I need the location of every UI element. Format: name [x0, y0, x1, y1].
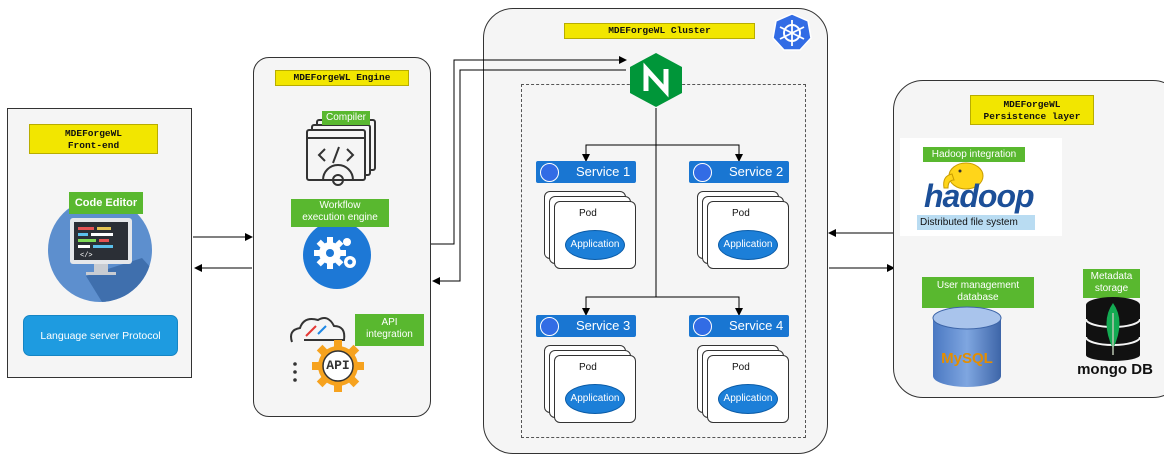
pod-label: Pod: [732, 208, 750, 219]
kubernetes-icon: [693, 163, 712, 182]
pod-card: Pod Application: [554, 355, 636, 423]
api-integration-icon: API: [284, 312, 384, 396]
kubernetes-icon: [540, 163, 559, 182]
workflow-label: Workflow execution engine: [291, 199, 389, 227]
distributed-fs-label: Distributed file system: [917, 215, 1035, 230]
mysql-logo: MySQL: [941, 350, 993, 367]
service-header: Service 3: [536, 315, 636, 337]
application-node: Application: [565, 230, 625, 260]
kubernetes-icon: [540, 317, 559, 336]
application-node: Application: [718, 384, 778, 414]
pod-label: Pod: [579, 362, 597, 373]
code-editor-icon: </>: [42, 198, 158, 302]
mysql-database-icon: MySQL: [929, 306, 1005, 390]
cluster-title: MDEForgeWL Cluster: [564, 23, 755, 39]
pod-card: Pod Application: [707, 201, 789, 269]
lsp-label: Language server Protocol: [40, 330, 161, 342]
service-header: Service 2: [689, 161, 789, 183]
api-label-line1: API: [381, 317, 398, 328]
compiler-label: Compiler: [322, 111, 370, 125]
hadoop-elephant-icon: [940, 160, 986, 194]
compiler-icon: [303, 118, 383, 192]
frontend-title-line1: MDEForgeWL: [64, 128, 122, 139]
pod-card: Pod Application: [707, 355, 789, 423]
kubernetes-icon: [693, 317, 712, 336]
workflow-gears-icon: [302, 220, 372, 290]
service-3: Service 3 Pod Application: [536, 315, 636, 435]
hadoop-integration-label: Hadoop integration: [923, 147, 1025, 162]
persistence-title-line1: MDEForgeWL: [1003, 99, 1061, 110]
arrow-to-service-4: [656, 296, 743, 316]
user-mgmt-line1: User management: [936, 280, 1020, 291]
service-header: Service 1: [536, 161, 636, 183]
pod-label: Pod: [579, 208, 597, 219]
frontend-title-line2: Front-end: [67, 140, 120, 151]
mongodb-database-icon: [1084, 295, 1142, 361]
arrow-engine-to-nginx: [431, 56, 627, 245]
service-1: Service 1 Pod Application: [536, 161, 636, 281]
hadoop-logo: hadoop: [924, 178, 1035, 214]
pod-card: Pod Application: [554, 201, 636, 269]
arrow-to-service-2: [656, 144, 743, 162]
application-node: Application: [718, 230, 778, 260]
engine-title: MDEForgeWL Engine: [275, 70, 409, 86]
code-editor-label: Code Editor: [69, 192, 143, 214]
workflow-label-line2: execution engine: [302, 212, 378, 223]
metadata-line2: storage: [1094, 283, 1129, 294]
persistence-title: MDEForgeWL Persistence layer: [970, 95, 1094, 125]
svg-text:</>: </>: [80, 252, 93, 260]
frontend-title: MDEForgeWL Front-end: [29, 124, 158, 154]
user-mgmt-line2: database: [957, 292, 999, 303]
kubernetes-icon: [772, 13, 812, 51]
api-label-line2: integration: [366, 329, 413, 340]
metadata-storage-label: Metadata storage: [1083, 269, 1140, 298]
lsp-button[interactable]: Language server Protocol: [23, 315, 178, 356]
workflow-label-line1: Workflow: [319, 200, 361, 211]
service-name: Service 3: [576, 318, 631, 333]
service-2: Service 2 Pod Application: [689, 161, 789, 281]
service-4: Service 4 Pod Application: [689, 315, 789, 435]
arrow-to-service-1: [582, 144, 656, 162]
service-name: Service 1: [576, 164, 631, 179]
mongodb-logo: mongo DB: [1077, 361, 1153, 378]
arrow-nginx-to-engine: [432, 69, 626, 285]
user-mgmt-label: User management database: [922, 277, 1034, 308]
api-badge: API: [326, 358, 350, 373]
metadata-line1: Metadata: [1090, 271, 1133, 282]
service-header: Service 4: [689, 315, 789, 337]
pod-label: Pod: [732, 362, 750, 373]
arrow-to-service-3: [582, 296, 656, 316]
application-node: Application: [565, 384, 625, 414]
nginx-icon: [627, 52, 685, 108]
service-name: Service 2: [729, 164, 784, 179]
persistence-title-line2: Persistence layer: [983, 111, 1081, 122]
api-integration-label: API integration: [355, 314, 424, 346]
service-name: Service 4: [729, 318, 784, 333]
